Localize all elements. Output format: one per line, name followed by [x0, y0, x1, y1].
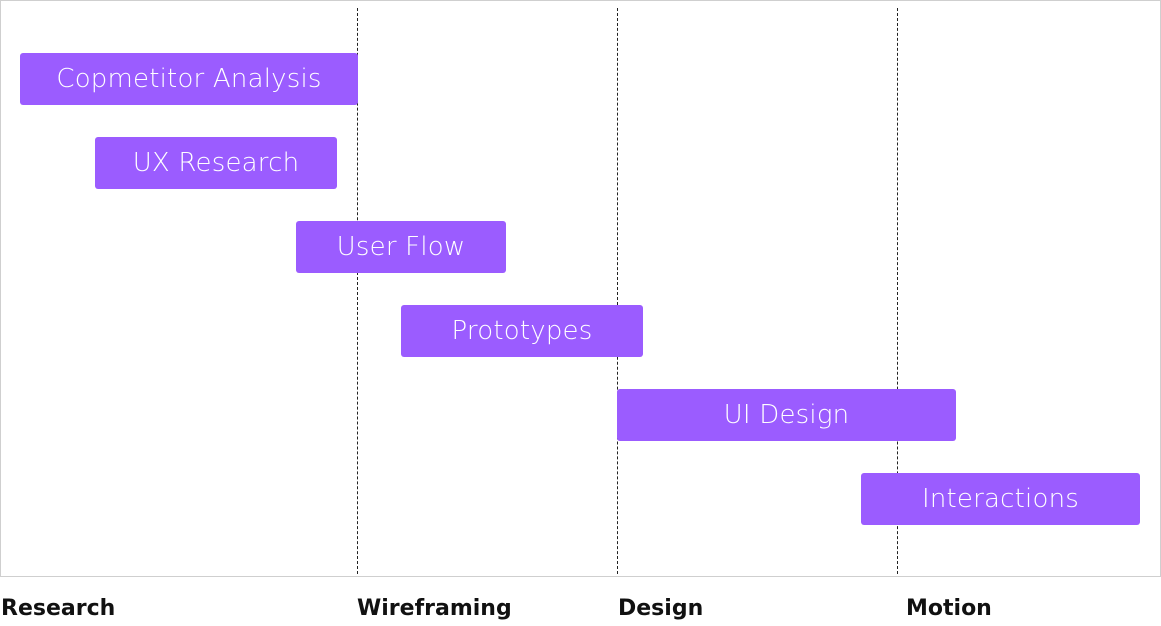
- task-bar-prototypes: Prototypes: [401, 305, 643, 357]
- phase-label-wireframing: Wireframing: [357, 596, 512, 621]
- task-bar-ui-design: UI Design: [617, 389, 956, 441]
- phase-label-research: Research: [1, 596, 116, 621]
- phase-divider-wireframing: [357, 8, 358, 574]
- phase-divider-design: [617, 8, 618, 574]
- phase-divider-motion: [897, 8, 898, 574]
- task-bar-interactions: Interactions: [861, 473, 1140, 525]
- phase-label-motion: Motion: [906, 596, 992, 621]
- task-bar-competitor-analysis: Copmetitor Analysis: [20, 53, 358, 105]
- task-bar-ux-research: UX Research: [95, 137, 337, 189]
- phase-label-design: Design: [618, 596, 704, 621]
- task-bar-user-flow: User Flow: [296, 221, 506, 273]
